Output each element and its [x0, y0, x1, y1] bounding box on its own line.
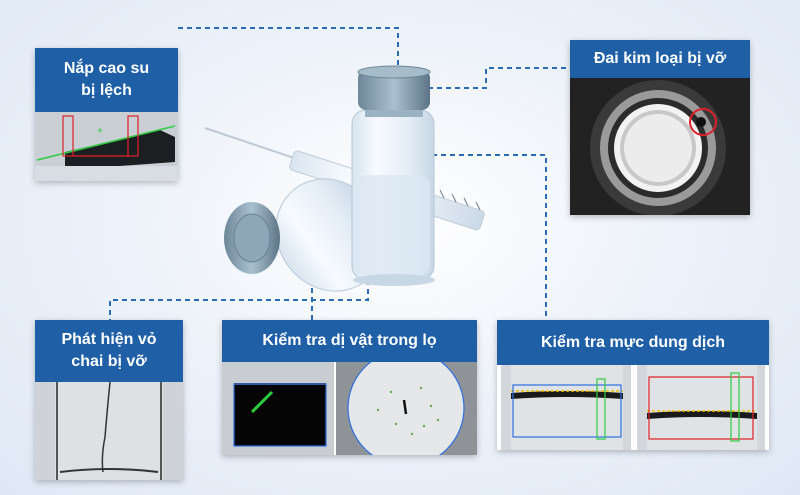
foreign-object-image-side	[222, 362, 334, 455]
callout-cap-misaligned: Nắp cao su bị lệch +	[35, 48, 178, 181]
callout-foreign-object-label: Kiểm tra dị vật trong lọ	[222, 320, 477, 362]
svg-text:+: +	[97, 126, 103, 137]
standing-vial	[351, 65, 435, 286]
cap-inspection-image: +	[35, 112, 178, 181]
broken-bottle-inspection-image	[35, 382, 183, 480]
callout-metal-ring-label: Đai kim loại bị vỡ	[570, 40, 750, 78]
callout-broken-bottle-line1: Phát hiện vỏ	[61, 331, 157, 348]
foreign-object-image-top	[336, 362, 477, 455]
callout-broken-bottle: Phát hiện vỏ chai bị vỡ	[35, 320, 183, 480]
callout-metal-ring: Đai kim loại bị vỡ	[570, 40, 750, 215]
connector-cap	[178, 27, 399, 70]
callout-cap-label-line1: Nắp cao su	[63, 60, 150, 77]
callout-broken-bottle-label: Phát hiện vỏ chai bị vỡ	[35, 320, 183, 382]
connector-liquid-level	[432, 154, 547, 322]
liquid-level-image-pass	[501, 365, 631, 450]
callout-liquid-level: Kiểm tra mực dung dịch	[497, 320, 769, 450]
connector-metal-ring	[428, 67, 570, 89]
metal-ring-inspection-image	[570, 78, 750, 215]
callout-foreign-object: Kiểm tra dị vật trong lọ	[222, 320, 477, 455]
callout-liquid-level-label: Kiểm tra mực dung dịch	[497, 320, 769, 365]
callout-broken-bottle-line2: chai bị vỡ	[71, 353, 147, 370]
liquid-level-image-fail	[637, 365, 765, 450]
callout-cap-label-line2: bị lệch	[81, 82, 132, 99]
callout-cap-label: Nắp cao su bị lệch	[35, 48, 178, 112]
